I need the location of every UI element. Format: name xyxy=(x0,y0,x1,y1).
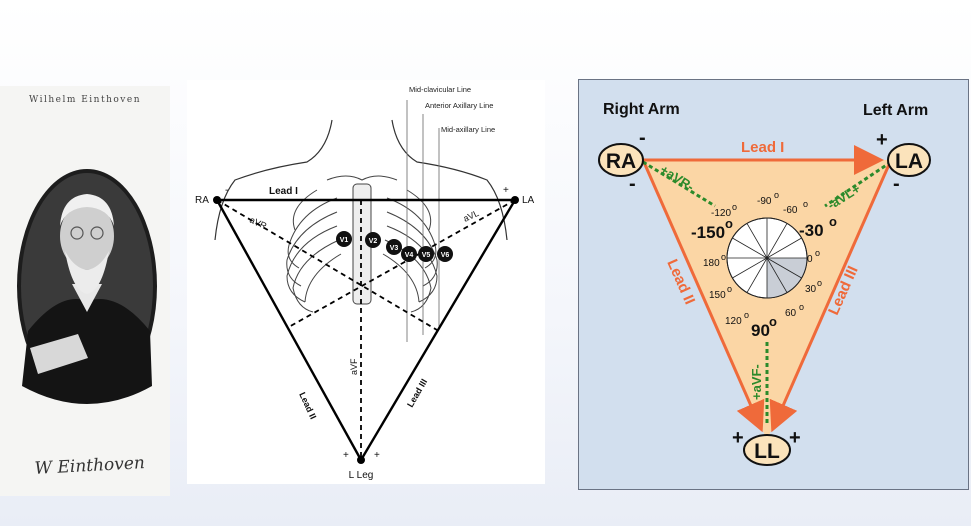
la-electrode-label: LA xyxy=(895,150,923,173)
ref-line-midclavicular: Mid-clavicular Line xyxy=(409,85,471,94)
portrait-svg: Wilhelm Einthoven W Einthoven xyxy=(0,86,170,496)
svg-text:o: o xyxy=(815,248,820,258)
lead-iii-label: Lead III xyxy=(405,377,429,409)
chest-svg: Mid-clavicular Line Anterior Axillary Li… xyxy=(187,80,545,484)
angle-30: 30 xyxy=(805,284,817,295)
avl-label: aVL xyxy=(462,208,481,224)
reference-lines xyxy=(407,100,439,342)
svg-text:o: o xyxy=(744,310,749,320)
ll-plus-left: + xyxy=(343,450,349,461)
la-electrode-dot xyxy=(511,196,519,204)
ra-minus-top: - xyxy=(639,127,646,149)
ref-line-anterior-axillary: Anterior Axillary Line xyxy=(425,101,493,110)
angle-0: 0 xyxy=(807,254,813,265)
right-arm-label: Right Arm xyxy=(603,101,680,118)
angle-90: 90 xyxy=(751,321,770,340)
la-minus-bottom: - xyxy=(893,173,900,195)
svg-text:o: o xyxy=(803,199,808,209)
triangle-svg: -120 -90 -60 180 0 150 30 120 60 o o o o… xyxy=(579,80,968,489)
v3-label: V3 xyxy=(390,245,399,252)
body-outline-right xyxy=(392,120,507,240)
svg-text:o: o xyxy=(727,284,732,294)
v5-label: V5 xyxy=(422,252,431,259)
lead-ii-label: Lead II xyxy=(297,391,318,421)
svg-text:o: o xyxy=(829,214,837,229)
angle-60: 60 xyxy=(785,308,797,319)
la-label: LA xyxy=(522,195,535,206)
ll-label: L Leg xyxy=(349,470,374,481)
angle-neg30: -30 xyxy=(799,221,824,240)
svg-text:o: o xyxy=(721,252,726,262)
ra-electrode-label: RA xyxy=(606,150,636,173)
ll-plus-left: + xyxy=(732,427,744,449)
hexaxial-wheel xyxy=(727,218,807,298)
svg-text:o: o xyxy=(769,314,777,329)
la-plus-top: + xyxy=(876,129,888,151)
la-plus-sign: + xyxy=(503,185,509,196)
ll-plus-right: + xyxy=(374,450,380,461)
einthoven-portrait-card: Wilhelm Einthoven W Einthoven xyxy=(0,86,170,496)
ribcage xyxy=(287,176,437,312)
angle-180: 180 xyxy=(703,258,720,269)
portrait-signature: W Einthoven xyxy=(34,453,145,479)
v4-label: V4 xyxy=(405,252,414,259)
angle-120: 120 xyxy=(725,316,742,327)
avf-label: aVF xyxy=(349,358,359,375)
chest-electrode-diagram: Mid-clavicular Line Anterior Axillary Li… xyxy=(187,80,545,484)
avf-label: +aVF- xyxy=(749,364,764,400)
angle-neg60: -60 xyxy=(783,205,798,216)
v1-label: V1 xyxy=(340,237,349,244)
svg-text:o: o xyxy=(732,202,737,212)
ra-minus-bottom: - xyxy=(629,173,636,195)
left-arm-label: Left Arm xyxy=(863,102,928,119)
ra-label: RA xyxy=(195,195,209,206)
ra-electrode-dot xyxy=(213,196,221,204)
lead-i-label: Lead I xyxy=(269,186,298,197)
ra-minus-sign: - xyxy=(225,185,228,196)
svg-text:o: o xyxy=(799,302,804,312)
v2-label: V2 xyxy=(369,238,378,245)
ll-electrode-label: LL xyxy=(754,440,780,463)
ref-line-mid-axillary: Mid-axillary Line xyxy=(441,125,495,134)
svg-text:o: o xyxy=(774,190,779,200)
portrait-caption: Wilhelm Einthoven xyxy=(29,95,141,105)
svg-text:o: o xyxy=(725,216,733,231)
ll-plus-right: + xyxy=(789,427,801,449)
ll-electrode-dot xyxy=(357,456,365,464)
einthoven-triangle-diagram: -120 -90 -60 180 0 150 30 120 60 o o o o… xyxy=(578,79,969,490)
body-outline-left xyxy=(215,120,332,240)
lead-iii-line xyxy=(361,200,515,460)
v6-label: V6 xyxy=(441,252,450,259)
angle-150: 150 xyxy=(709,290,726,301)
svg-text:o: o xyxy=(817,278,822,288)
angle-neg90: -90 xyxy=(757,196,772,207)
lead-i-label: Lead I xyxy=(741,139,784,156)
angle-neg150: -150 xyxy=(691,223,725,242)
